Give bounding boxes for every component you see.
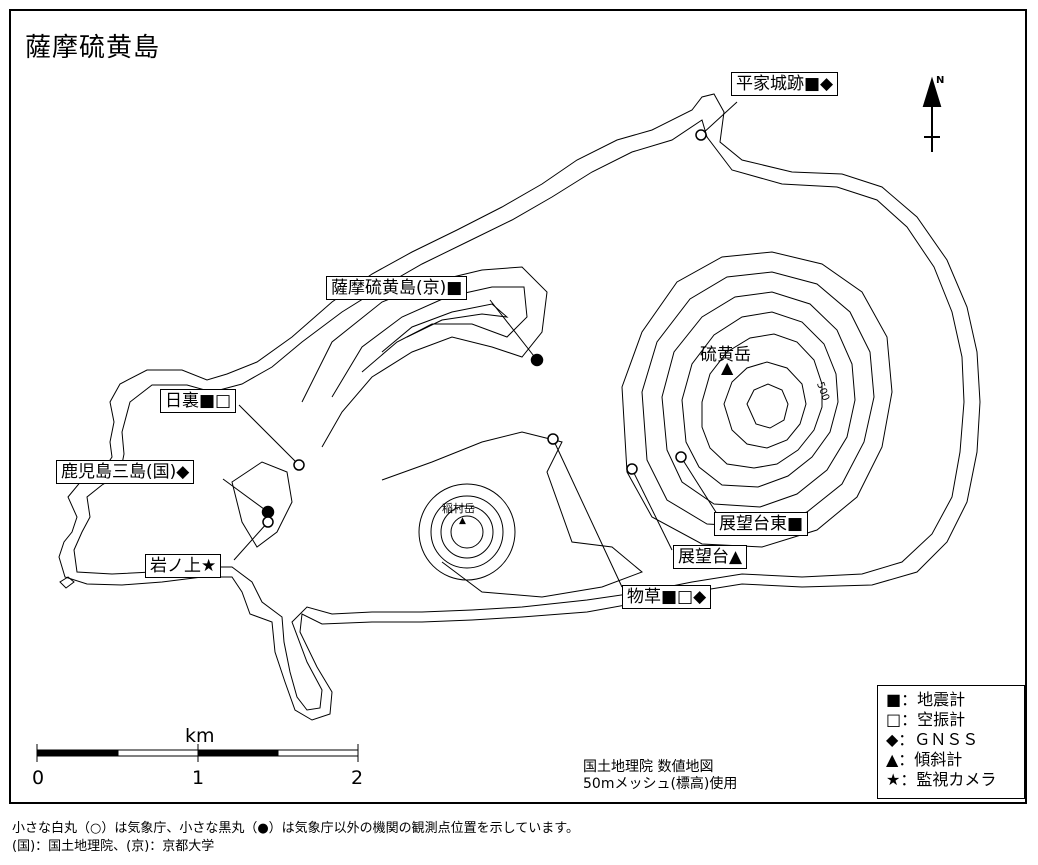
coastline [58, 93, 981, 721]
legend: ■：地震計 □：空振計 ◆：ＧＮＳＳ ▲：傾斜計 ★：監視カメラ [877, 685, 1025, 799]
peak-marker-iodake: ▲ [721, 358, 734, 377]
north-arrow-icon [922, 76, 942, 152]
scale-tick-0: 0 [32, 767, 45, 789]
station-hiura-marker [293, 459, 305, 471]
station-label-monokusa: 物草■□◆ [622, 585, 712, 609]
station-tenbodai-higashi-marker [675, 451, 687, 463]
station-label-heike: 平家城跡■◆ [731, 72, 839, 96]
station-heike-marker [695, 129, 707, 141]
footnote-2: (国)：国土地理院、(京)：京都大学 [12, 839, 215, 854]
station-label-tenbodai-higashi: 展望台東■ [714, 512, 809, 536]
station-monokusa-marker [547, 433, 559, 445]
scale-unit: km [185, 725, 215, 747]
station-label-hiura: 日裏■□ [160, 389, 237, 413]
footnote-1: 小さな白丸（○）は気象庁、小さな黒丸（●）は気象庁以外の機関の観測点位置を示して… [12, 821, 579, 836]
peak-label-iodake: 硫黄岳 [700, 345, 751, 365]
legend-gnss: ◆：ＧＮＳＳ [886, 730, 979, 749]
scale-tick-1: 1 [192, 767, 205, 789]
legend-camera: ★：監視カメラ [886, 770, 997, 789]
legend-seismometer: ■：地震計 [886, 690, 966, 709]
scale-bar [36, 744, 359, 762]
station-label-iwanoue: 岩ノ上★ [145, 554, 222, 578]
station-label-tenbodai: 展望台▲ [673, 545, 748, 569]
credit-line-2: 50mメッシュ(標高)使用 [583, 776, 738, 792]
north-label: N [936, 75, 945, 86]
map-frame: 薩摩硫黄島 N 平家城跡■◆ 薩摩硫黄島(京)■ 日裏■□ 鹿児島三島(国)◆ … [9, 9, 1027, 804]
station-kokudo-marker [261, 505, 275, 519]
station-label-kyo: 薩摩硫黄島(京)■ [326, 276, 468, 300]
scale-tick-2: 2 [351, 767, 364, 789]
peak-marker-inamuradake: ▲ [459, 516, 466, 526]
station-kyo-marker [530, 353, 544, 367]
peak-label-inamuradake: 稲村岳 [442, 502, 475, 515]
station-tenbodai-marker [626, 463, 638, 475]
credit-line-1: 国土地理院 数値地図 [583, 759, 714, 775]
data-credit: 国土地理院 数値地図 50mメッシュ(標高)使用 [583, 759, 737, 793]
coast-contour-1 [73, 119, 965, 711]
legend-infrasound: □：空振計 [886, 710, 966, 729]
station-iwanoue-marker [262, 516, 274, 528]
station-label-kokudo: 鹿児島三島(国)◆ [56, 460, 195, 484]
map-title: 薩摩硫黄島 [25, 33, 161, 63]
legend-tiltmeter: ▲：傾斜計 [886, 750, 963, 769]
footnotes: 小さな白丸（○）は気象庁、小さな黒丸（●）は気象庁以外の機関の観測点位置を示して… [12, 820, 579, 856]
island-map [36, 76, 981, 762]
